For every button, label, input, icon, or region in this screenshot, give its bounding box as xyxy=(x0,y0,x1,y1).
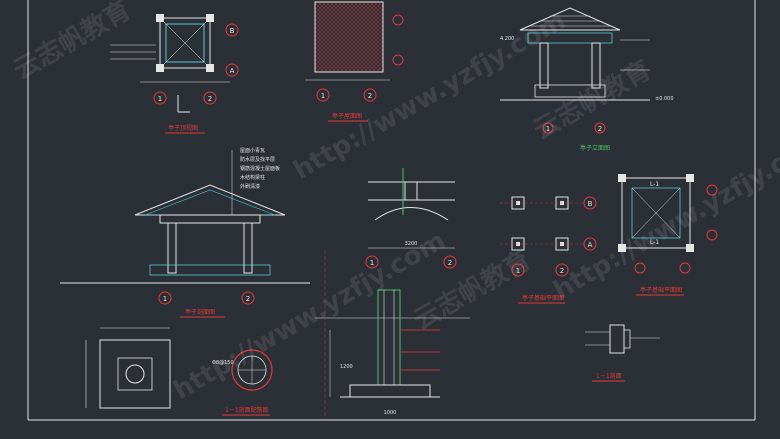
footing-height: 1200 xyxy=(340,364,353,370)
title-roof-plan: 亭子屋面图 xyxy=(332,112,362,120)
title-elevation: 亭子立面图 xyxy=(580,144,610,152)
note-1: 屋面小青瓦 xyxy=(240,147,265,154)
axis-label-b1: B xyxy=(230,27,235,35)
axis-label-1a: 1 xyxy=(158,95,162,103)
beam-label-top: L-1 xyxy=(650,181,659,188)
axis-label-1b: 1 xyxy=(321,92,325,100)
note-2: 防水层及找平层 xyxy=(240,156,275,163)
axis-label-a1: A xyxy=(230,67,235,75)
title-top-plan: 亭子顶视图 xyxy=(168,124,198,132)
note-3: 钢筋混凝土屋面板 xyxy=(240,165,280,172)
axis-label-b2: B xyxy=(588,200,593,208)
title-section: 亭子剖面图 xyxy=(185,308,215,316)
axis-label-a2: A xyxy=(588,241,593,249)
title-detail: 1－1剖面 xyxy=(596,372,622,380)
axis-label-2c: 2 xyxy=(598,125,602,133)
axis-label-2a: 2 xyxy=(208,95,212,103)
title-foundation-2: 亭子基础平面图 xyxy=(640,286,682,294)
elev-level-ground: ±0.000 xyxy=(655,96,674,102)
axis-label-2b: 2 xyxy=(368,92,372,100)
footing-dim: 1000 xyxy=(384,410,397,416)
note-5: 外刷清漆 xyxy=(240,183,260,190)
note-4: 木结构梁柱 xyxy=(240,174,265,181)
axis-label-2d: 2 xyxy=(246,295,250,303)
axis-label-1d: 1 xyxy=(163,295,167,303)
axis-label-2e: 2 xyxy=(448,259,452,267)
title-column-section: 1－1剖面配筋图 xyxy=(225,406,269,414)
